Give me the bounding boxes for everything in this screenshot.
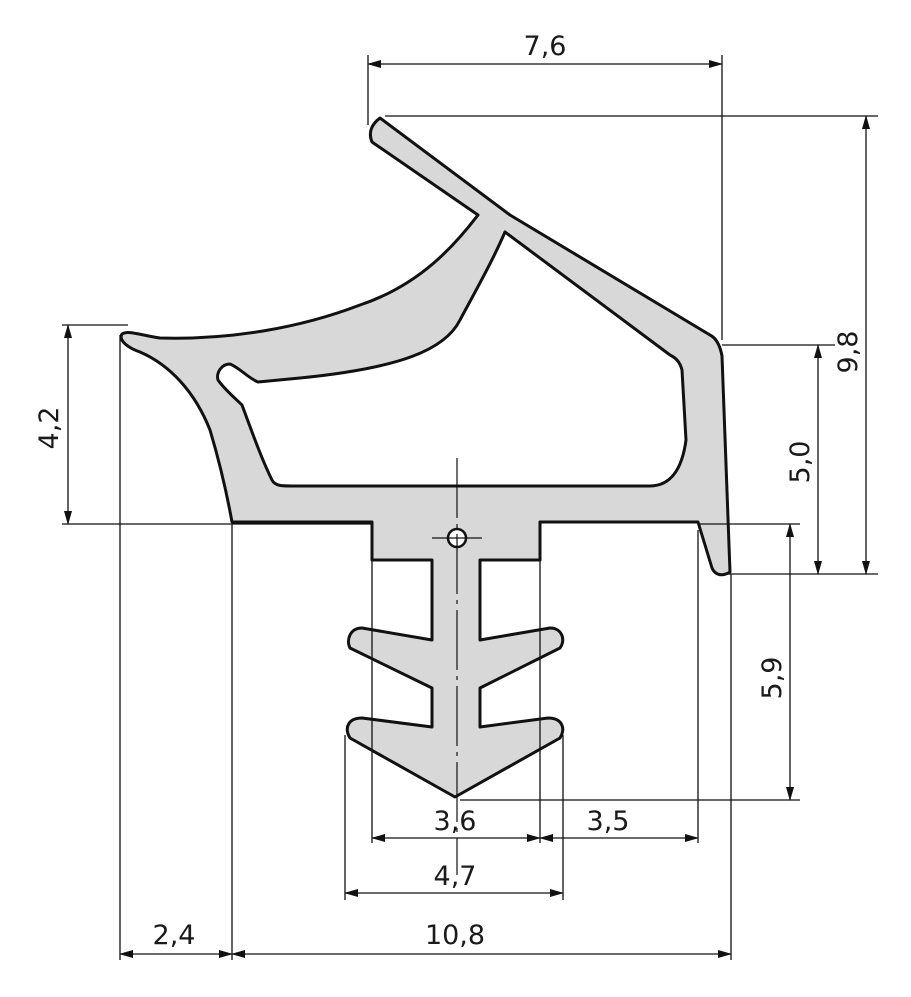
label-top-width: 7,6 bbox=[524, 31, 567, 62]
label-left-offset: 2,4 bbox=[153, 920, 196, 951]
label-right-offset: 3,5 bbox=[587, 806, 630, 837]
label-left-height: 4,2 bbox=[34, 407, 65, 450]
label-total-width: 10,8 bbox=[425, 920, 485, 951]
label-right-height: 5,0 bbox=[785, 441, 816, 484]
label-foot-depth: 5,9 bbox=[757, 657, 788, 700]
label-stem-width: 3,6 bbox=[434, 806, 477, 837]
label-barb-width: 4,7 bbox=[434, 861, 477, 892]
label-total-height: 9,8 bbox=[833, 331, 864, 374]
seal-profile-body bbox=[119, 116, 732, 799]
